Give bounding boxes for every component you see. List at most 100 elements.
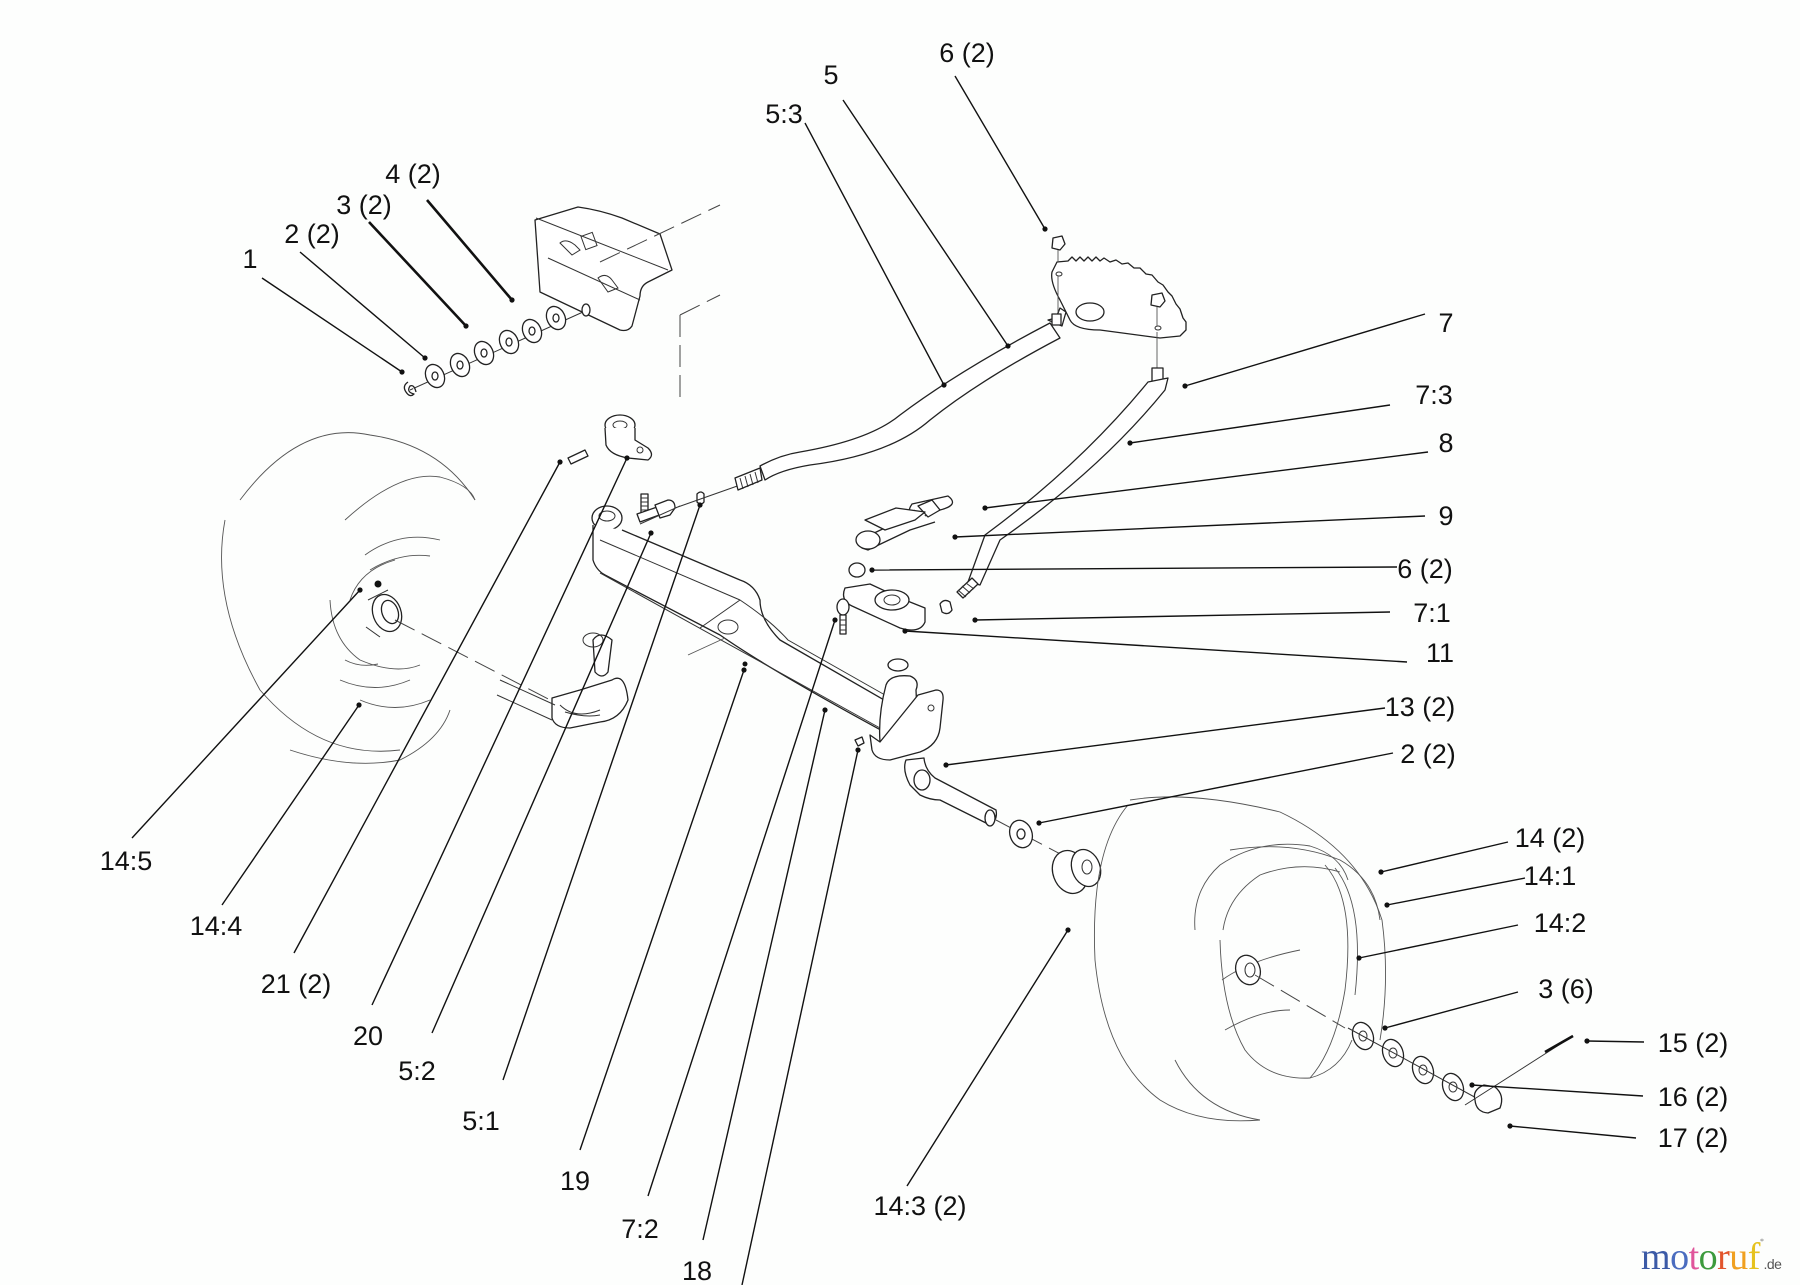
leader-line-19	[579, 669, 745, 1151]
stud	[1051, 313, 1062, 326]
washer-stack	[403, 303, 591, 397]
callout-7-2: 7:2	[621, 1214, 659, 1244]
callout-6-2-top: 6 (2)	[939, 38, 995, 68]
leader-line-5	[842, 99, 1009, 347]
leader-line-6-2-mid	[871, 566, 1398, 571]
seal	[913, 769, 931, 791]
callout-3-2: 3 (2)	[336, 190, 392, 220]
callout-6-2-mid: 6 (2)	[1397, 554, 1453, 584]
leader-line-8	[984, 451, 1429, 509]
callout-9: 9	[1438, 501, 1453, 531]
logo-letter: f	[1747, 1236, 1761, 1278]
logo-tld: .de	[1763, 1256, 1782, 1272]
leader-line-3-2	[368, 221, 467, 327]
leader-dot-2-2-right	[1036, 820, 1042, 826]
axle-beam	[582, 505, 906, 743]
callout-5-2: 5:2	[398, 1056, 436, 1086]
leader-dot-5-2	[648, 530, 654, 536]
logo-letter: o	[1670, 1236, 1689, 1278]
leader-line-14-2b	[1358, 924, 1519, 959]
leader-line-2-2-right	[1038, 752, 1394, 824]
callout-14-2: 14 (2)	[1515, 823, 1586, 853]
nut-arm	[848, 562, 866, 578]
callout-14-3-2: 14:3 (2)	[873, 1191, 966, 1221]
leader-dot-8	[982, 505, 988, 511]
callout-8: 8	[1438, 428, 1453, 458]
leader-line-14-4	[221, 704, 360, 906]
callout-5: 5	[823, 60, 838, 90]
tie-rod	[939, 367, 1169, 615]
leader-line-7-3	[1129, 404, 1391, 444]
jam-nut	[939, 599, 953, 615]
nut-top-right	[1150, 292, 1166, 308]
callout-17-2: 17 (2)	[1658, 1123, 1729, 1153]
pin	[567, 449, 589, 465]
callout-3-6: 3 (6)	[1538, 974, 1594, 1004]
callout-2-2-right: 2 (2)	[1400, 739, 1456, 769]
callout-2-2-top: 2 (2)	[284, 219, 340, 249]
washer-small	[581, 303, 591, 317]
leader-dot-2-2-top	[422, 355, 428, 361]
arm-eye	[874, 589, 910, 611]
leader-line-14-3-2	[906, 929, 1069, 1187]
bolt-head	[836, 598, 850, 616]
callout-5-3: 5:3	[765, 99, 803, 129]
leader-line-4-2	[426, 199, 513, 301]
callout-11: 11	[1426, 638, 1454, 668]
callout-20: 20	[353, 1021, 383, 1051]
leader-lines	[131, 75, 1645, 1285]
callout-5-1: 5:1	[462, 1106, 500, 1136]
leader-dot-14-2b	[1356, 955, 1362, 961]
tie-rod-end	[636, 477, 761, 525]
leader-line-9	[954, 515, 1426, 538]
spindle-right	[836, 598, 1101, 876]
callout-19: 19	[560, 1166, 590, 1196]
leader-dot-11	[902, 628, 908, 634]
callout-21-2: 21 (2)	[261, 969, 332, 999]
arm-plate	[864, 507, 926, 531]
logo-letter: u	[1729, 1236, 1748, 1278]
callout-7: 7	[1438, 308, 1453, 338]
leader-line-7-2	[647, 619, 836, 1197]
leader-dot-21-2	[557, 459, 563, 465]
leader-dot-7	[1182, 383, 1188, 389]
leader-dot-14-2	[1378, 869, 1384, 875]
leader-dot-19	[741, 667, 747, 673]
gear-hole	[1075, 302, 1105, 322]
leader-dot-7-1	[972, 617, 978, 623]
right-wheel	[1094, 796, 1387, 1122]
leader-line-14-5	[131, 589, 361, 839]
leader-dot-18	[822, 707, 828, 713]
leader-dot-13-2	[943, 762, 949, 768]
callout-16-2: 16 (2)	[1658, 1082, 1729, 1112]
callout-14-4: 14:4	[190, 911, 243, 941]
sector-gear	[1051, 235, 1187, 370]
leader-dot-15-2	[1584, 1038, 1590, 1044]
leader-dot-9	[952, 534, 958, 540]
right-wheel-hardware	[1008, 819, 1574, 1114]
leader-line-21-2	[293, 461, 561, 954]
steering-arm-right	[842, 495, 954, 631]
leader-line-13-2	[945, 707, 1386, 766]
leader-line-7-1	[974, 611, 1391, 621]
leader-dot-6-2-mid	[869, 567, 875, 573]
bushing-9	[855, 530, 881, 550]
drag-link	[734, 307, 1067, 491]
leader-line-17-2	[1509, 1125, 1637, 1139]
frame-bracket	[534, 204, 721, 400]
leader-dot-14-5	[357, 587, 363, 593]
leader-line-16-2	[1471, 1084, 1644, 1097]
logo-letter: t	[1688, 1236, 1700, 1278]
washer-16	[1441, 1072, 1465, 1102]
threaded-end	[734, 467, 763, 491]
leader-line-14-1	[1386, 877, 1526, 906]
leader-line-14-2	[1380, 841, 1509, 873]
leader-dot-17-2	[1507, 1123, 1513, 1129]
leader-dot-3-2	[463, 323, 469, 329]
leader-line-11	[904, 630, 1408, 663]
leader-line-7	[1184, 313, 1426, 387]
callout-1: 1	[242, 244, 257, 274]
leader-line-20	[371, 457, 628, 1006]
